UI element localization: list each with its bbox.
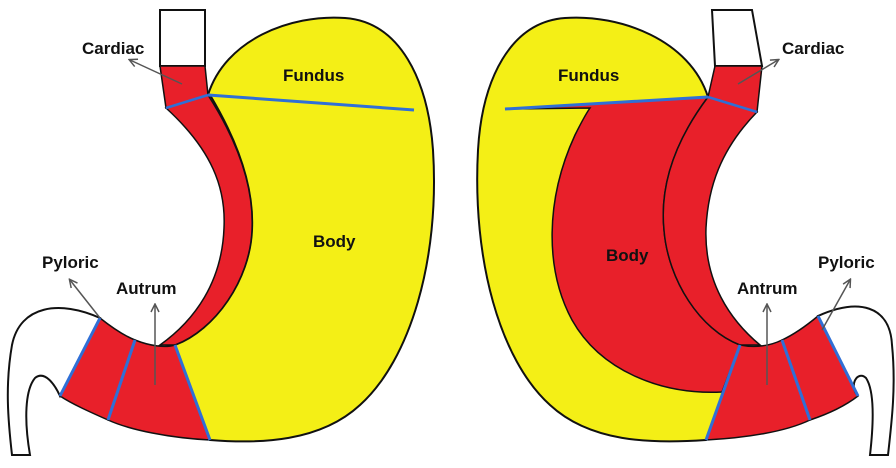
left-fundus-label: Fundus: [283, 66, 344, 85]
left-esophagus: [160, 10, 205, 66]
left-body-label: Body: [313, 232, 356, 251]
left-antrum-label: Autrum: [116, 279, 176, 298]
right-esophagus: [712, 10, 762, 66]
right-cardiac-label: Cardiac: [782, 39, 844, 58]
right-fundus-label: Fundus: [558, 66, 619, 85]
right-pyloric-label: Pyloric: [818, 253, 875, 272]
left-stomach: Cardiac Fundus Body Pyloric Autrum: [8, 10, 434, 455]
right-body-label: Body: [606, 246, 649, 265]
right-antrum-label: Antrum: [737, 279, 797, 298]
left-pyloric-label: Pyloric: [42, 253, 99, 272]
left-cardiac-label: Cardiac: [82, 39, 144, 58]
right-stomach: Cardiac Fundus Body Pyloric Antrum: [477, 10, 893, 455]
